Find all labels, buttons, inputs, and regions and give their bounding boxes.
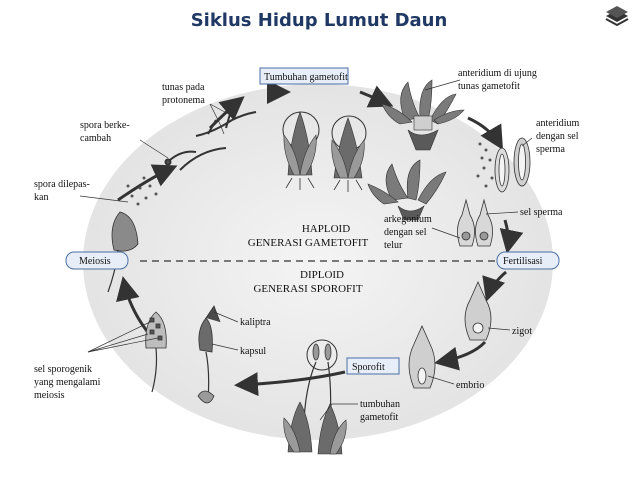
label-young-gametophyte-2: gametofit [360,412,399,423]
label-young-gametophyte: tumbuhan [360,399,400,410]
gametophyte-box-label: Tumbuhan gametofit [264,72,348,83]
stack-logo-icon [605,6,629,26]
label-capsule: kapsul [240,346,266,357]
label-sporogenic-3: meiosis [34,390,65,401]
box-gametophyte: Tumbuhan gametofit [259,67,349,85]
zygote-archegonium [464,281,492,341]
label-antheridium-tip-2: tunas gametofit [458,81,520,92]
label-antheridium-tip: anteridium di ujung [458,68,537,79]
sporophyte-plants [283,339,347,455]
gametophyte-plants [282,111,367,192]
label-sporogenic-2: yang mengalami [34,377,101,388]
archegonium-shoot [367,159,447,221]
label-bud-2: protonema [162,95,205,106]
protonema [164,111,257,171]
label-spore-germ: spora berke- [80,120,130,131]
label-archegonium-3: telur [384,240,403,251]
fertilization-box-label: Fertilisasi [503,256,543,267]
slide-title: Siklus Hidup Lumut Daun [190,10,448,31]
meiosis-box-label: Meiosis [79,256,111,267]
diploid-generation-label: GENERASI SPOROFIT [253,283,362,295]
generation-labels: HAPLOID GENERASI GAMETOFIT DIPLOID GENER… [248,223,369,295]
sporogenic-capsule [145,311,167,393]
antheridium-shoot [381,79,465,151]
label-archegonium: arkegonium [384,214,432,225]
pointer-lines [79,79,533,421]
label-spore-germ-2: cambah [80,133,111,144]
label-sporogenic: sel sporogenik [34,364,92,375]
embryo-archegonium [408,325,436,389]
label-sperm-cell: sel sperma [520,207,563,218]
label-bud: tunas pada [162,82,205,93]
sporophyte-box-label: Sporofit [352,362,385,373]
box-sporophyte: Sporofit [346,357,400,375]
box-meiosis: Meiosis [65,251,129,270]
label-antheridium-sperm: anteridium [536,118,580,129]
label-antheridium-sperm-2: dengan sel [536,131,579,142]
archegonia [457,198,493,247]
antheridia-with-sperm [476,137,531,193]
mature-capsule [197,305,221,404]
haploid-label: HAPLOID [302,223,350,235]
label-zygote: zigot [512,326,532,337]
label-embryo: embrio [456,380,484,391]
label-antheridium-sperm-3: sperma [536,144,565,155]
label-calyptra: kaliptra [240,317,271,328]
haploid-generation-label: GENERASI GAMETOFIT [248,237,369,249]
annotation-labels: tunas pada protonema spora berke- cambah… [34,68,580,423]
label-spore-release: spora dilepas- [34,179,90,190]
diploid-label: DIPLOID [300,269,344,281]
label-spore-release-2: kan [34,192,48,203]
label-archegonium-2: dengan sel [384,227,427,238]
box-fertilization: Fertilisasi [496,251,560,270]
